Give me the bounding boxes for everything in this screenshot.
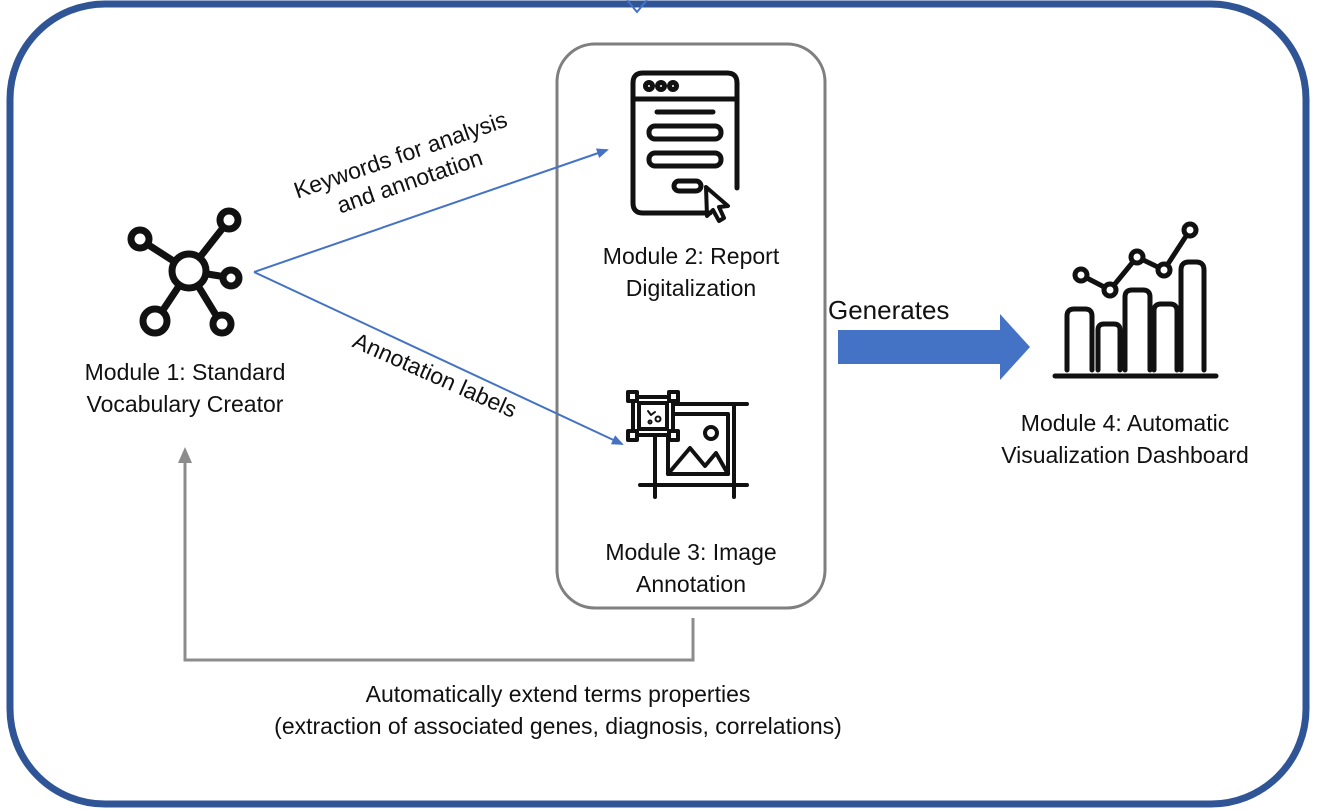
module-2-label: Module 2: Report Digitalization [541, 240, 841, 304]
module-4-label: Module 4: Automatic Visualization Dashbo… [965, 407, 1285, 471]
generates-label: Generates [828, 294, 998, 326]
module-2-title: Module 2: Report [602, 243, 780, 269]
module-1-label: Module 1: Standard Vocabulary Creator [30, 356, 340, 420]
incoming-arrow-tip [626, 0, 648, 14]
network-hub-icon [127, 207, 243, 337]
bar-line-chart-icon [1052, 221, 1219, 379]
module-3-label: Module 3: Image Annotation [541, 536, 841, 600]
module-2-subtitle: Digitalization [625, 275, 757, 301]
generates-text: Generates [828, 295, 950, 325]
module-3-title: Module 3: Image [605, 539, 777, 565]
feedback-line-2: (extraction of associated genes, diagnos… [274, 713, 842, 739]
keywords-arrow [253, 148, 609, 273]
module-4-title: Module 4: Automatic [1020, 410, 1230, 436]
image-annotation-icon [626, 390, 749, 499]
feedback-label: Automatically extend terms properties (e… [258, 678, 858, 742]
module-group-box [555, 42, 827, 610]
module-1-subtitle: Vocabulary Creator [86, 391, 284, 417]
module-4-subtitle: Visualization Dashboard [1001, 442, 1249, 468]
module-3-subtitle: Annotation [636, 571, 746, 597]
feedback-line-1: Automatically extend terms properties [365, 681, 751, 707]
generates-arrow [838, 314, 1030, 380]
form-cursor-icon [630, 70, 740, 223]
module-1-title: Module 1: Standard [84, 359, 286, 385]
outer-frame [6, 0, 1310, 808]
labels-arrow [253, 271, 624, 445]
feedback-arrow [178, 447, 695, 662]
